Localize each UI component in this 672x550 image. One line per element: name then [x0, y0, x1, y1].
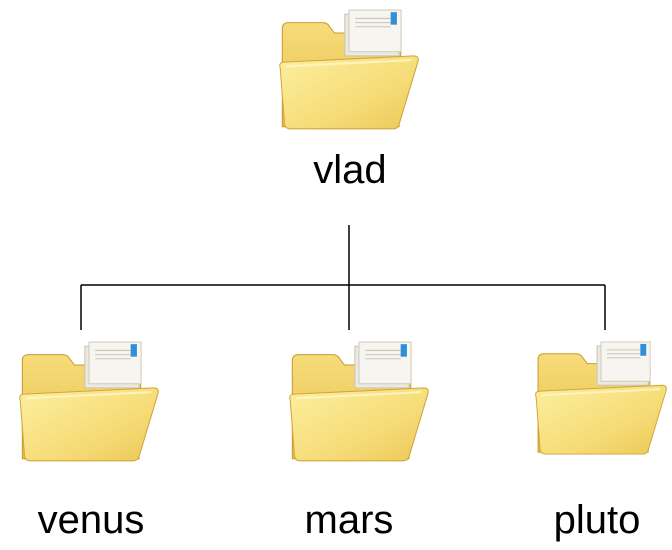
folder-node-mars[interactable]: mars	[274, 340, 424, 545]
folder-label-pluto: pluto	[553, 498, 641, 542]
folder-icon[interactable]	[532, 340, 670, 458]
folder-icon[interactable]	[286, 340, 432, 465]
folder-label-root: vlad	[313, 148, 387, 192]
folder-node-pluto[interactable]: pluto	[522, 340, 672, 545]
folder-node-root[interactable]: vlad	[270, 8, 430, 208]
folder-icon[interactable]	[16, 340, 162, 465]
folder-label-venus: venus	[37, 498, 145, 542]
folder-node-venus[interactable]: venus	[6, 340, 176, 545]
folder-label-mars: mars	[304, 498, 394, 542]
folder-icon[interactable]	[276, 8, 422, 133]
